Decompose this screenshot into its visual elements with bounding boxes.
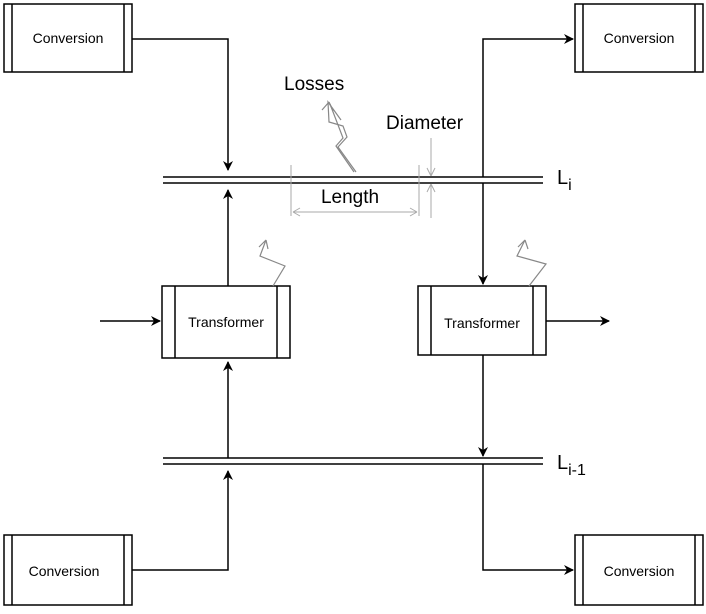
arrow-conversion-to-lower-bus	[132, 470, 233, 571]
arrow-upper-bus-to-conversion	[482, 34, 574, 177]
losses-lightning-icon	[258, 239, 269, 250]
transformer-label: Transformer	[188, 314, 264, 330]
bus-line-upper	[163, 176, 543, 184]
conversion-label: Conversion	[604, 563, 675, 579]
length-dimension	[290, 165, 420, 217]
losses-lightning-icon	[321, 101, 334, 112]
losses-lightning-icon	[516, 239, 548, 287]
conversion-label: Conversion	[604, 30, 675, 46]
lower-line-label: Li-1	[557, 452, 586, 479]
transformer-label: Transformer	[444, 315, 520, 331]
arrow-lower-bus-to-conversion	[482, 464, 574, 575]
losses-lightning-icon	[329, 103, 355, 173]
diameter-label: Diameter	[386, 113, 464, 134]
diameter-dimension	[426, 138, 436, 218]
losses-label: Losses	[284, 74, 344, 95]
length-label: Length	[321, 187, 379, 208]
bus-line-lower	[163, 457, 543, 465]
losses-lightning-icon	[517, 239, 529, 250]
arrow-conversion-to-upper-bus	[132, 38, 233, 171]
losses-lightning-icon	[327, 100, 357, 173]
conversion-box-top-right: Conversion	[574, 3, 704, 73]
losses-lightning-icon	[259, 239, 286, 287]
upper-line-label: Li	[557, 167, 572, 194]
transformer-box-right: Transformer	[417, 285, 547, 356]
conversion-label: Conversion	[33, 30, 104, 46]
conversion-box-bottom-right: Conversion	[574, 534, 704, 606]
conversion-box-bottom-left: Conversion	[3, 534, 133, 606]
conversion-box-top-left: Conversion	[3, 3, 133, 73]
transformer-box-left: Transformer	[161, 285, 291, 359]
conversion-label: Conversion	[29, 563, 100, 579]
